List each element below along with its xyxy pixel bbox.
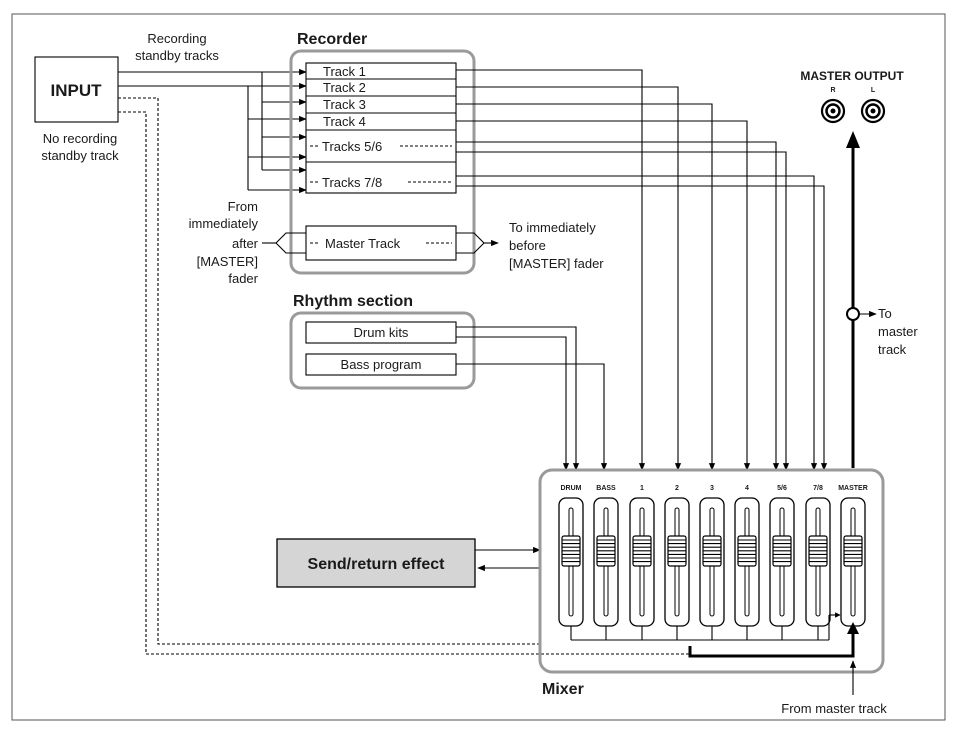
master-output-l-jack-icon xyxy=(860,98,886,124)
fader-knob-1[interactable] xyxy=(632,535,652,567)
channel-label-1: 1 xyxy=(640,485,644,492)
master-track-tap-node xyxy=(846,307,860,321)
recorder-track-stack xyxy=(305,62,457,194)
recorder-title: Recorder xyxy=(297,31,367,48)
fader-knob-master[interactable] xyxy=(843,535,863,567)
drum-kits-label: Drum kits xyxy=(354,325,409,340)
send-return-effect-box xyxy=(276,538,476,588)
recorder-track-3: Track 3 xyxy=(323,97,366,112)
mixer-channel-labels: DRUM BASS 1 2 3 4 5/6 7/8 MASTER xyxy=(561,485,868,492)
master-output-r-jack-icon xyxy=(820,98,846,124)
fader-knob-2[interactable] xyxy=(667,535,687,567)
fader-knob-drum[interactable] xyxy=(561,535,581,567)
channel-label-master: MASTER xyxy=(838,485,868,492)
recorder-group xyxy=(289,49,476,275)
master-output-r-label: R xyxy=(830,87,835,94)
track-routing-wires xyxy=(456,69,828,471)
mixer-title: Mixer xyxy=(542,681,584,698)
channel-label-drum: DRUM xyxy=(561,485,582,492)
channel-label-3: 3 xyxy=(710,485,714,492)
master-in-connector xyxy=(275,232,306,254)
no-recording-standby-label-1: No recording xyxy=(43,131,117,146)
master-out-connector xyxy=(456,232,485,254)
fader-drum[interactable] xyxy=(558,497,584,627)
from-master-fader-3: after xyxy=(232,236,259,251)
recorder-track-2: Track 2 xyxy=(323,80,366,95)
master-bus-arrowhead xyxy=(847,622,859,634)
input-block xyxy=(34,56,119,123)
from-master-fader-1: From xyxy=(228,199,258,214)
fader-56[interactable] xyxy=(769,497,795,627)
channel-label-56: 5/6 xyxy=(777,485,787,492)
recorder-track-4: Track 4 xyxy=(323,114,366,129)
diagram-frame xyxy=(11,13,946,721)
fader-4[interactable] xyxy=(734,497,760,627)
to-master-track-1: To xyxy=(878,306,892,321)
to-master-fader-3: [MASTER] fader xyxy=(509,256,604,271)
recorder-track-1: Track 1 xyxy=(323,64,366,79)
mixer-faders xyxy=(558,497,866,627)
from-master-fader-4: [MASTER] xyxy=(197,254,258,269)
bass-program-label: Bass program xyxy=(341,357,422,372)
fader-knob-78[interactable] xyxy=(808,535,828,567)
master-track-label: Master Track xyxy=(325,236,401,251)
fader-knob-4[interactable] xyxy=(737,535,757,567)
channel-label-78: 7/8 xyxy=(813,485,823,492)
input-label: INPUT xyxy=(51,81,103,100)
rhythm-group xyxy=(289,311,476,390)
recording-standby-label-1: Recording xyxy=(147,31,206,46)
from-master-fader-2: immediately xyxy=(189,216,259,231)
from-master-fader-5: fader xyxy=(228,271,258,286)
master-bus-thick-path xyxy=(688,630,855,658)
fader-78[interactable] xyxy=(805,497,831,627)
channel-label-2: 2 xyxy=(675,485,679,492)
fader-knob-bass[interactable] xyxy=(596,535,616,567)
fader-2[interactable] xyxy=(664,497,690,627)
channel-label-4: 4 xyxy=(745,485,749,492)
recording-standby-label-2: standby tracks xyxy=(135,48,219,63)
channel-label-bass: BASS xyxy=(596,485,616,492)
fader-bass[interactable] xyxy=(593,497,619,627)
master-output-arrowhead xyxy=(846,131,860,148)
master-output-title: MASTER OUTPUT xyxy=(800,69,904,83)
recorder-track-56: Tracks 5/6 xyxy=(322,139,382,154)
recorder-track-78: Tracks 7/8 xyxy=(322,175,382,190)
fader-1[interactable] xyxy=(629,497,655,627)
no-recording-dashed-path xyxy=(118,97,540,645)
to-master-fader-2: before xyxy=(509,238,546,253)
no-recording-dashed-path-2 xyxy=(118,111,690,655)
to-master-fader-1: To immediately xyxy=(509,220,596,235)
send-return-effect-label: Send/return effect xyxy=(308,556,446,573)
fader-master[interactable] xyxy=(840,497,866,627)
to-master-track-2: master xyxy=(878,324,918,339)
to-master-track-3: track xyxy=(878,342,907,357)
fader-knob-3[interactable] xyxy=(702,535,722,567)
mixer-group xyxy=(538,468,885,674)
fader-knob-56[interactable] xyxy=(772,535,792,567)
from-master-track-label: From master track xyxy=(781,701,887,716)
input-wires xyxy=(118,68,307,194)
rhythm-section-title: Rhythm section xyxy=(293,293,413,310)
master-output-l-label: L xyxy=(871,87,876,94)
mixer-bus xyxy=(570,612,841,641)
no-recording-standby-label-2: standby track xyxy=(41,148,119,163)
recorder-track-dividers xyxy=(306,78,456,163)
drum-kits-box xyxy=(305,321,457,344)
fader-3[interactable] xyxy=(699,497,725,627)
